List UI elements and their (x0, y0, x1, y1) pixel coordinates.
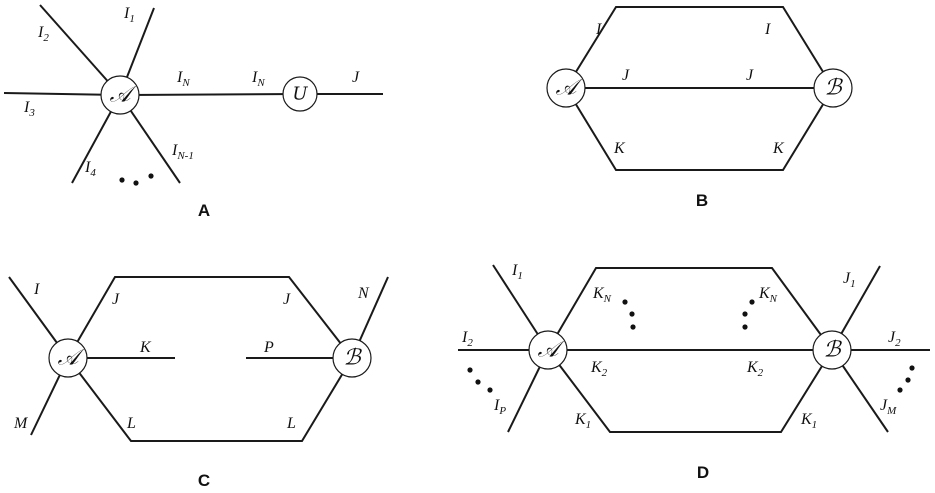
ellipsis-dot (119, 177, 125, 183)
edge-c-l (67, 357, 353, 442)
label-j-right: J (283, 291, 291, 308)
label-l-left: L (126, 415, 136, 432)
node-b-label: ℬ (823, 338, 842, 363)
panel-letter-d: D (697, 463, 709, 482)
label-l-right: L (286, 415, 296, 432)
label-j2: J2 (888, 329, 901, 349)
label-k2-left: K2 (590, 359, 608, 379)
node-b-vertex (813, 68, 853, 108)
label-i3: I3 (23, 99, 35, 119)
panel-c: 𝒜 ℬ I M N J J K P L L C (8, 276, 389, 490)
label-i4: I4 (84, 159, 96, 179)
ellipsis-dot (630, 324, 636, 330)
panel-letter-a: A (198, 201, 210, 220)
ellipsis-dot (629, 311, 635, 317)
ellipsis-dot (133, 180, 139, 186)
ellipsis-dot (148, 173, 154, 179)
label-j: J (352, 69, 360, 86)
node-a-vertex (528, 330, 568, 370)
panel-d: 𝒜 ℬ I1 I2 IP KN KN K2 K2 K1 K1 J1 J2 JM … (458, 262, 930, 482)
label-k2-right: K2 (746, 359, 764, 379)
ellipsis-dot (742, 311, 748, 317)
edge-c-j (67, 276, 353, 359)
edge-a-in (119, 93, 301, 96)
edge-d-k1 (547, 349, 833, 433)
edge-a-i2 (39, 4, 121, 96)
edge-b-i (565, 6, 834, 89)
label-i2: I2 (461, 329, 473, 349)
node-u-vertex (282, 76, 318, 112)
panel-letter-c: C (198, 471, 210, 490)
label-j1: J1 (843, 270, 856, 290)
label-j-right: J (746, 67, 754, 84)
ellipsis-dot (487, 387, 493, 393)
ellipsis-dot (467, 367, 473, 373)
node-b-vertex (332, 338, 372, 378)
label-kn-right: KN (758, 285, 778, 305)
label-k-left: K (613, 140, 626, 157)
ellipsis-dot (909, 365, 915, 371)
label-in1: IN-1 (171, 142, 194, 162)
label-j-left: J (112, 291, 120, 308)
node-a-vertex (546, 68, 586, 108)
label-i1: I1 (511, 262, 523, 282)
node-a-vertex (48, 338, 88, 378)
label-j-left: J (622, 67, 630, 84)
node-u-label: U (292, 84, 308, 105)
label-k1-left: K1 (574, 411, 591, 431)
ellipsis-dot (475, 379, 481, 385)
label-k1-right: K1 (800, 411, 817, 431)
edge-d-kn (547, 267, 833, 351)
ellipsis-dot (622, 299, 628, 305)
ellipsis-dot (897, 387, 903, 393)
label-m: M (13, 415, 29, 432)
label-in-left: IN (176, 69, 190, 89)
label-i-left: I (595, 21, 602, 38)
label-k-right: K (772, 140, 785, 157)
label-i2: I2 (37, 24, 49, 44)
label-i: I (33, 281, 40, 298)
label-p: P (263, 339, 274, 356)
label-n: N (357, 285, 370, 302)
label-in-right: IN (251, 69, 265, 89)
label-i1: I1 (123, 5, 135, 25)
ellipsis-dot (749, 299, 755, 305)
label-i-right: I (764, 21, 771, 38)
panel-b: 𝒜 ℬ I I J J K K B (546, 6, 853, 210)
node-b-label: ℬ (343, 346, 362, 371)
node-a-vertex (100, 75, 140, 115)
label-ip: IP (493, 397, 506, 417)
node-b-label: ℬ (824, 76, 843, 101)
label-kn-left: KN (592, 285, 612, 305)
edge-b-k (565, 87, 834, 171)
label-k: K (139, 339, 152, 356)
ellipsis-dot (742, 324, 748, 330)
ellipsis-dot (905, 377, 911, 383)
label-jm: JM (880, 397, 897, 417)
node-b-vertex (812, 330, 852, 370)
panel-letter-b: B (696, 191, 708, 210)
panel-a: 𝒜 U I1 I2 I3 I4 IN IN IN-1 J A (3, 4, 383, 220)
